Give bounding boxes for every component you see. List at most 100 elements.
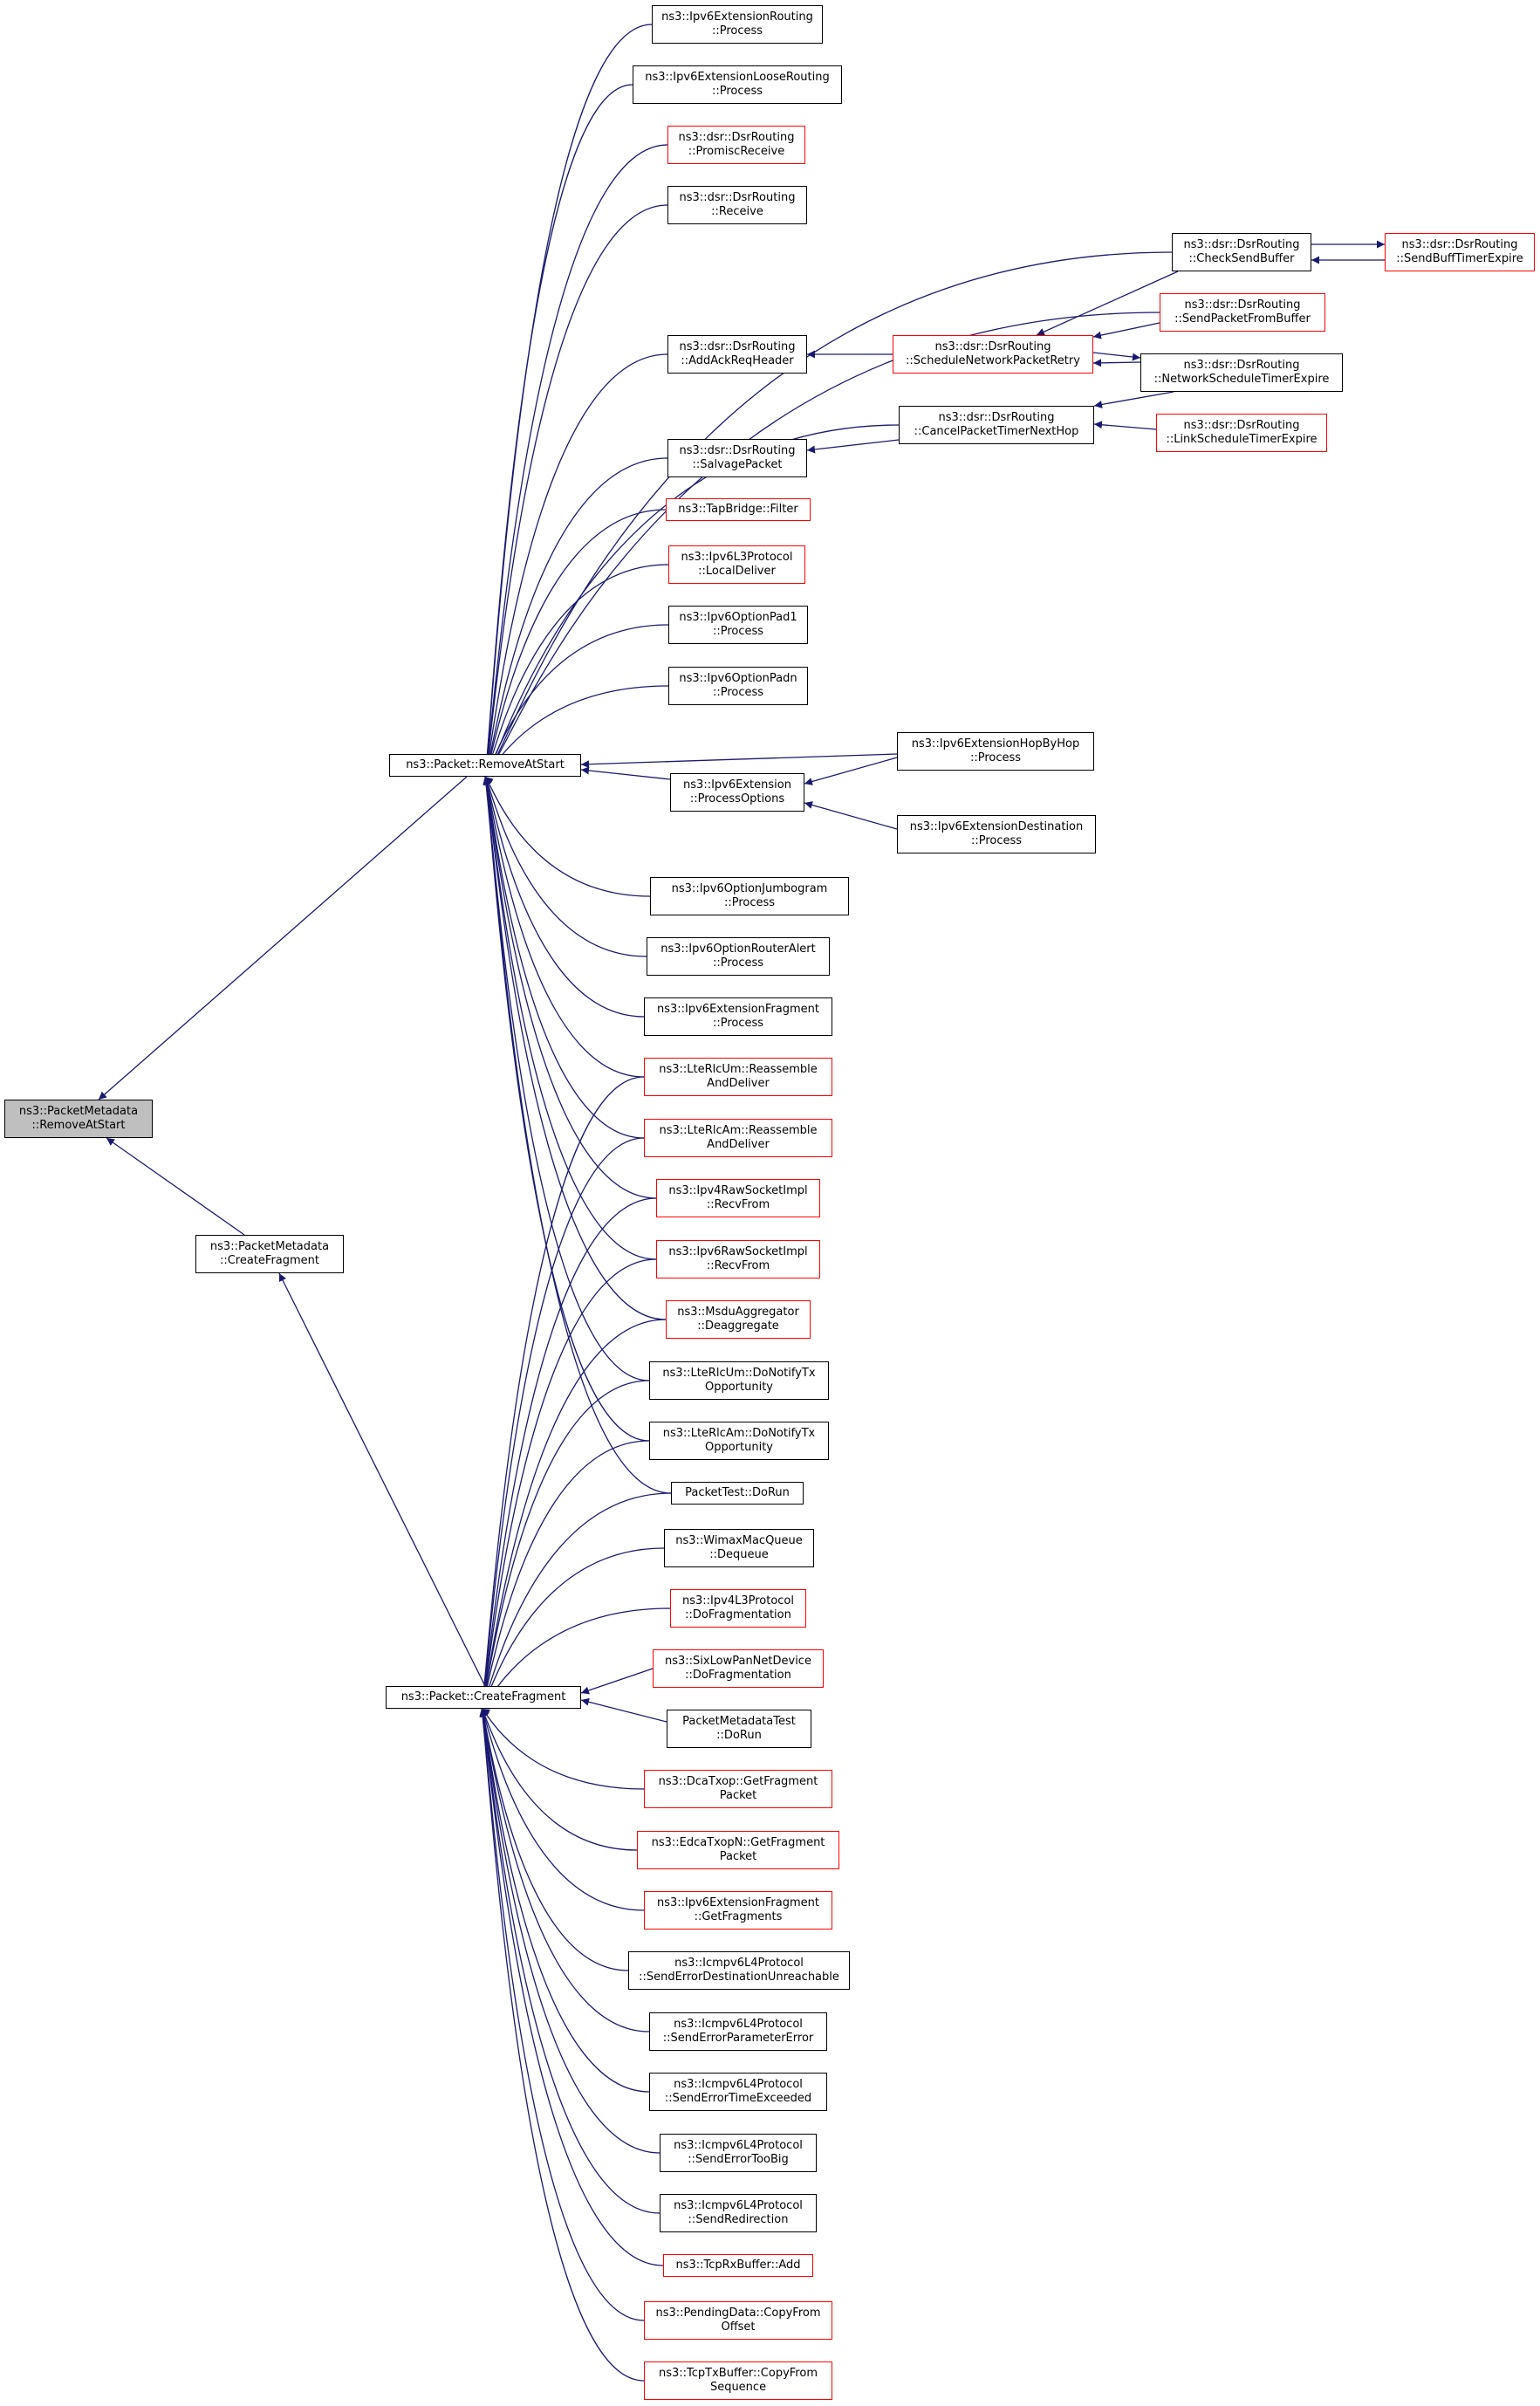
graph-node-r1[interactable]: ns3::Ipv6ExtensionRouting::Process: [652, 5, 823, 44]
graph-node-linkSched[interactable]: ns3::dsr::DsrRouting::LinkScheduleTimerE…: [1156, 414, 1327, 452]
node-label-line: ns3::dsr::DsrRouting: [1401, 238, 1518, 251]
node-label-line: ::LinkScheduleTimerExpire: [1166, 433, 1318, 446]
graph-node-pktFrag[interactable]: ns3::Packet::CreateFragment: [386, 1686, 581, 1709]
graph-node-r5[interactable]: ns3::dsr::DsrRouting::AddAckReqHeader: [667, 335, 807, 374]
graph-node-sendFromBuf[interactable]: ns3::dsr::DsrRouting::SendPacketFromBuff…: [1160, 293, 1325, 332]
graph-node-r6[interactable]: ns3::dsr::DsrRouting::SalvagePacket: [667, 439, 807, 477]
graph-node-netSched[interactable]: ns3::dsr::DsrRouting::NetworkScheduleTim…: [1140, 353, 1343, 392]
node-label-line: ns3::dsr::DsrRouting: [1183, 419, 1300, 432]
node-label-line: ns3::Ipv6OptionRouterAlert: [660, 943, 816, 956]
node-label-line: ::Process: [712, 1017, 764, 1030]
node-label-line: ::RecvFrom: [706, 1198, 770, 1211]
node-label-line: ::SalvagePacket: [692, 458, 783, 471]
node-label-line: ns3::SixLowPanNetDevice: [665, 1655, 811, 1668]
node-label-line: ::Process: [711, 24, 763, 38]
node-label-line: ns3::Ipv6ExtensionLooseRouting: [645, 71, 830, 84]
edge-hop-to-r11: [804, 757, 898, 785]
edge-netSched-to-sched: [1092, 359, 1141, 367]
node-label-line: Offset: [721, 2320, 756, 2334]
node-label-line: ns3::dsr::DsrRouting: [1183, 359, 1300, 372]
graph-node-s3[interactable]: ns3::Ipv4RawSocketImpl::RecvFrom: [656, 1179, 820, 1217]
graph-node-buffTimer[interactable]: ns3::dsr::DsrRouting::SendBuffTimerExpir…: [1385, 233, 1535, 271]
graph-node-pktRemove[interactable]: ns3::Packet::RemoveAtStart: [389, 754, 581, 777]
node-label-line: ns3::MsduAggregator: [677, 1306, 799, 1319]
graph-node-r9[interactable]: ns3::Ipv6OptionPad1::Process: [668, 606, 808, 644]
node-label-line: ns3::PendingData::CopyFrom: [655, 2307, 821, 2320]
graph-node-sched[interactable]: ns3::dsr::DsrRouting::ScheduleNetworkPac…: [893, 335, 1093, 374]
node-label-line: ::DoRun: [716, 1729, 762, 1742]
edge-r4-to-pktRemove: [483, 204, 668, 778]
edge-cancel-to-r6: [806, 439, 900, 454]
node-label-line: ::SendRedirection: [688, 2213, 789, 2226]
graph-node-f9[interactable]: ns3::Icmpv6L4Protocol::SendErrorParamete…: [649, 2012, 827, 2051]
graph-node-r2[interactable]: ns3::Ipv6ExtensionLooseRouting::Process: [633, 65, 842, 104]
edge-pktRemove-to-root: [98, 776, 468, 1100]
node-label-line: ns3::Ipv6L3Protocol: [681, 551, 793, 564]
graph-node-pmFrag[interactable]: ns3::PacketMetadata::CreateFragment: [195, 1235, 344, 1273]
graph-node-r10[interactable]: ns3::Ipv6OptionPadn::Process: [668, 667, 808, 705]
node-label-line: ns3::dsr::DsrRouting: [934, 340, 1051, 353]
graph-node-s4[interactable]: ns3::Ipv6RawSocketImpl::RecvFrom: [656, 1240, 820, 1278]
node-label-line: Packet: [719, 1850, 757, 1863]
node-label-line: ns3::TapBridge::Filter: [678, 503, 798, 516]
edge-f6-to-pktFrag: [481, 1708, 638, 1851]
graph-node-r8[interactable]: ns3::Ipv6L3Protocol::LocalDeliver: [668, 545, 805, 584]
graph-node-f12[interactable]: ns3::Icmpv6L4Protocol::SendRedirection: [660, 2194, 817, 2232]
node-label-line: ns3::Packet::RemoveAtStart: [406, 758, 565, 771]
node-label-line: ::Deaggregate: [697, 1320, 779, 1333]
graph-node-f2[interactable]: ns3::Ipv4L3Protocol::DoFragmentation: [670, 1589, 806, 1628]
graph-node-f1[interactable]: ns3::WimaxMacQueue::Dequeue: [664, 1529, 814, 1567]
graph-node-r7[interactable]: ns3::TapBridge::Filter: [666, 498, 811, 521]
graph-node-hop[interactable]: ns3::Ipv6ExtensionHopByHop::Process: [897, 732, 1094, 771]
graph-node-r11[interactable]: ns3::Ipv6Extension::ProcessOptions: [670, 773, 804, 812]
node-label-line: ns3::LteRlcUm::Reassemble: [659, 1063, 818, 1076]
graph-node-r14[interactable]: ns3::Ipv6ExtensionFragment::Process: [644, 997, 832, 1036]
graph-node-s5[interactable]: ns3::MsduAggregator::Deaggregate: [666, 1300, 811, 1339]
graph-node-f13[interactable]: ns3::TcpRxBuffer::Add: [663, 2254, 813, 2277]
node-label-line: ns3::Icmpv6L4Protocol: [674, 2139, 803, 2152]
node-label-line: ns3::Ipv4L3Protocol: [682, 1594, 794, 1607]
node-label-line: Packet: [719, 1789, 757, 1802]
node-label-line: ::Process: [712, 625, 764, 638]
edge-f4-to-pktFrag: [580, 1697, 667, 1723]
graph-node-r4[interactable]: ns3::dsr::DsrRouting::Receive: [667, 186, 807, 224]
node-label-line: ::Process: [969, 751, 1022, 764]
graph-node-cancel[interactable]: ns3::dsr::DsrRouting::CancelPacketTimerN…: [899, 406, 1094, 444]
node-label-line: ns3::PacketMetadata: [18, 1105, 139, 1118]
graph-node-r12[interactable]: ns3::Ipv6OptionJumbogram::Process: [650, 877, 849, 915]
node-label-line: ::LocalDeliver: [698, 565, 776, 578]
node-label-line: AndDeliver: [707, 1077, 770, 1090]
node-label-line: PacketMetadataTest: [682, 1715, 796, 1728]
graph-node-r3[interactable]: ns3::dsr::DsrRouting::PromiscReceive: [667, 126, 805, 164]
graph-node-checkBuf[interactable]: ns3::dsr::DsrRouting::CheckSendBuffer: [1172, 233, 1311, 271]
graph-node-f8[interactable]: ns3::Icmpv6L4Protocol::SendErrorDestinat…: [628, 1951, 850, 1990]
node-label-line: ::PromiscReceive: [688, 145, 785, 158]
node-label-line: ::SendErrorTooBig: [688, 2153, 789, 2166]
graph-node-f7[interactable]: ns3::Ipv6ExtensionFragment::GetFragments: [644, 1891, 832, 1930]
graph-node-f11[interactable]: ns3::Icmpv6L4Protocol::SendErrorTooBig: [660, 2134, 817, 2172]
graph-node-f4[interactable]: PacketMetadataTest::DoRun: [667, 1710, 811, 1748]
node-label-line: ::SendPacketFromBuffer: [1174, 312, 1311, 326]
node-label-line: ns3::Ipv6ExtensionDestination: [909, 820, 1084, 833]
graph-node-dest[interactable]: ns3::Ipv6ExtensionDestination::Process: [897, 815, 1096, 853]
node-label-line: ns3::dsr::DsrRouting: [938, 411, 1055, 424]
graph-node-f10[interactable]: ns3::Icmpv6L4Protocol::SendErrorTimeExce…: [649, 2073, 827, 2111]
node-label-line: ::CheckSendBuffer: [1188, 252, 1295, 265]
graph-node-f3[interactable]: ns3::SixLowPanNetDevice::DoFragmentation: [653, 1649, 824, 1688]
graph-node-root[interactable]: ns3::PacketMetadata::RemoveAtStart: [4, 1100, 153, 1138]
graph-node-s8[interactable]: PacketTest::DoRun: [671, 1482, 804, 1505]
edge-r5-to-pktRemove: [483, 353, 668, 778]
node-label-line: ::Dequeue: [709, 1548, 769, 1561]
edge-f7-to-pktFrag: [481, 1708, 645, 1911]
node-label-line: ns3::Packet::CreateFragment: [400, 1690, 566, 1703]
graph-node-r13[interactable]: ns3::Ipv6OptionRouterAlert::Process: [647, 937, 830, 976]
